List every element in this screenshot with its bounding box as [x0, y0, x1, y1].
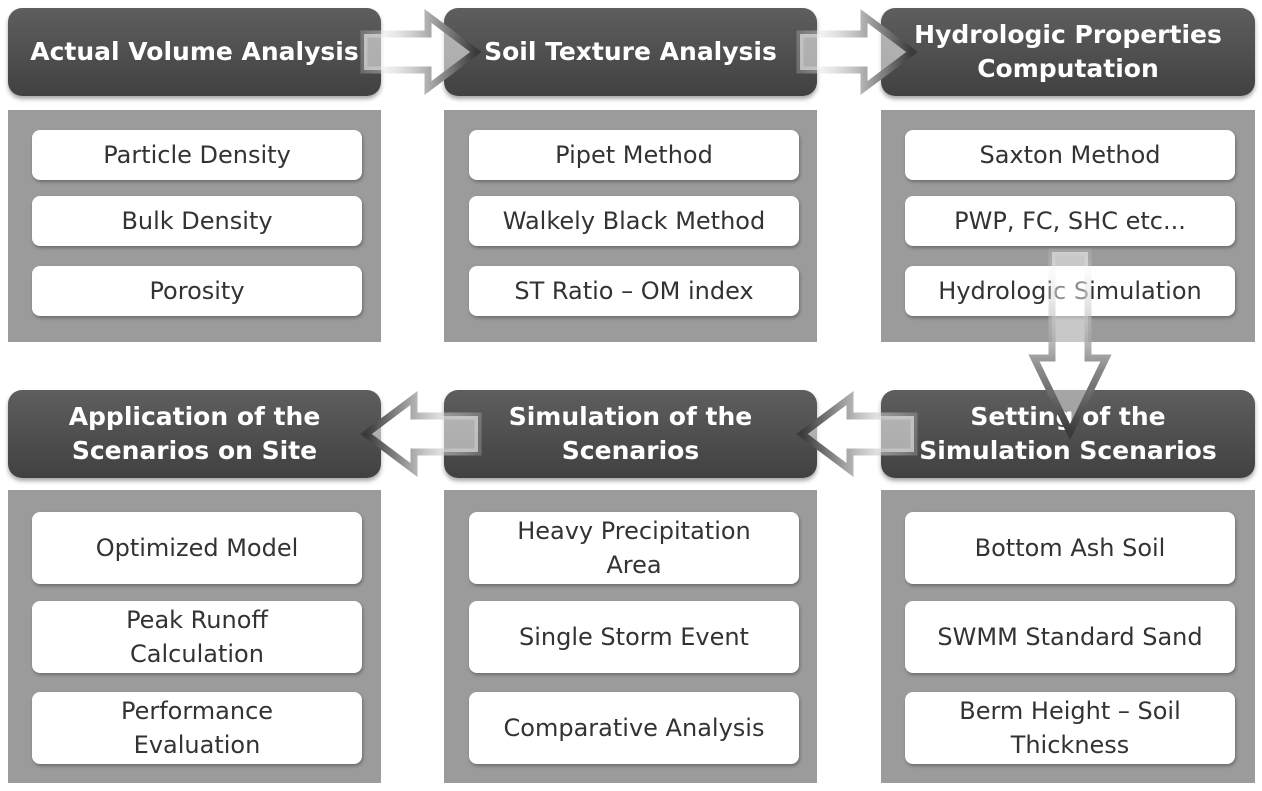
flow-arrow-down [1028, 248, 1112, 441]
flow-arrow-right-2 [796, 9, 918, 95]
step-title: Actual Volume Analysis [30, 37, 359, 66]
step-simulation-of-scenarios: Simulation of the Scenarios [444, 390, 817, 478]
step-hydrologic-properties-computation: Hydrologic Properties Computation [881, 8, 1255, 96]
item-berm-height-soil-thickness: Berm Height – Soil Thickness [905, 692, 1235, 764]
item-comparative-analysis: Comparative Analysis [469, 692, 799, 764]
step-actual-volume-analysis: Actual Volume Analysis [8, 8, 381, 96]
item-pwp-fc-shc: PWP, FC, SHC etc... [905, 196, 1235, 246]
flow-arrow-right-1 [360, 9, 482, 95]
item-heavy-precipitation-area: Heavy Precipitation Area [469, 512, 799, 584]
step-title: Application of the Scenarios on Site [68, 402, 321, 465]
step-soil-texture-analysis: Soil Texture Analysis [444, 8, 817, 96]
item-swmm-standard-sand: SWMM Standard Sand [905, 601, 1235, 673]
step-title: Setting of the Simulation Scenarios [919, 402, 1217, 465]
item-optimized-model: Optimized Model [32, 512, 362, 584]
item-bulk-density: Bulk Density [32, 196, 362, 246]
item-bottom-ash-soil: Bottom Ash Soil [905, 512, 1235, 584]
step-title: Soil Texture Analysis [484, 37, 777, 66]
item-porosity: Porosity [32, 266, 362, 316]
item-walkely-black-method: Walkely Black Method [469, 196, 799, 246]
flow-arrow-left-2 [360, 391, 482, 477]
item-pipet-method: Pipet Method [469, 130, 799, 180]
item-saxton-method: Saxton Method [905, 130, 1235, 180]
step-title: Simulation of the Scenarios [508, 402, 753, 465]
item-particle-density: Particle Density [32, 130, 362, 180]
item-hydrologic-simulation: Hydrologic Simulation [905, 266, 1235, 316]
item-performance-evaluation: Performance Evaluation [32, 692, 362, 764]
item-peak-runoff-calculation: Peak Runoff Calculation [32, 601, 362, 673]
item-st-ratio-om-index: ST Ratio – OM index [469, 266, 799, 316]
flow-arrow-left-1 [796, 391, 918, 477]
item-single-storm-event: Single Storm Event [469, 601, 799, 673]
step-application-of-scenarios: Application of the Scenarios on Site [8, 390, 381, 478]
step-title: Hydrologic Properties Computation [914, 20, 1222, 83]
